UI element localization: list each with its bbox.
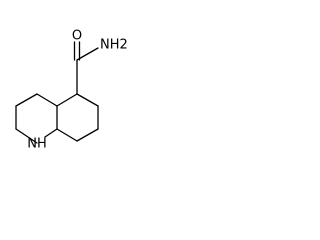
amide-nitrogen-label: NH2 (100, 38, 128, 53)
bond-c7-c8 (76, 128, 99, 142)
right-ring (56, 93, 99, 142)
left-ring (15, 93, 58, 144)
bond-c5-c6 (76, 93, 99, 107)
bond-carbonyl-n (76, 47, 99, 61)
bond-c3-c4 (15, 93, 38, 107)
carboxamide-group (73, 41, 99, 95)
ring-nitrogen-label: NH (27, 137, 47, 152)
bond-c8a-nh (44, 128, 58, 138)
bond-c8-c8a (56, 128, 78, 142)
chemical-structure: O NH2 NH (15, 29, 128, 152)
bond-nh-c2 (15, 128, 38, 144)
bond-c4-c4a (36, 93, 58, 107)
oxygen-atom-label: O (72, 29, 82, 44)
bond-c4a-c5 (56, 93, 78, 107)
